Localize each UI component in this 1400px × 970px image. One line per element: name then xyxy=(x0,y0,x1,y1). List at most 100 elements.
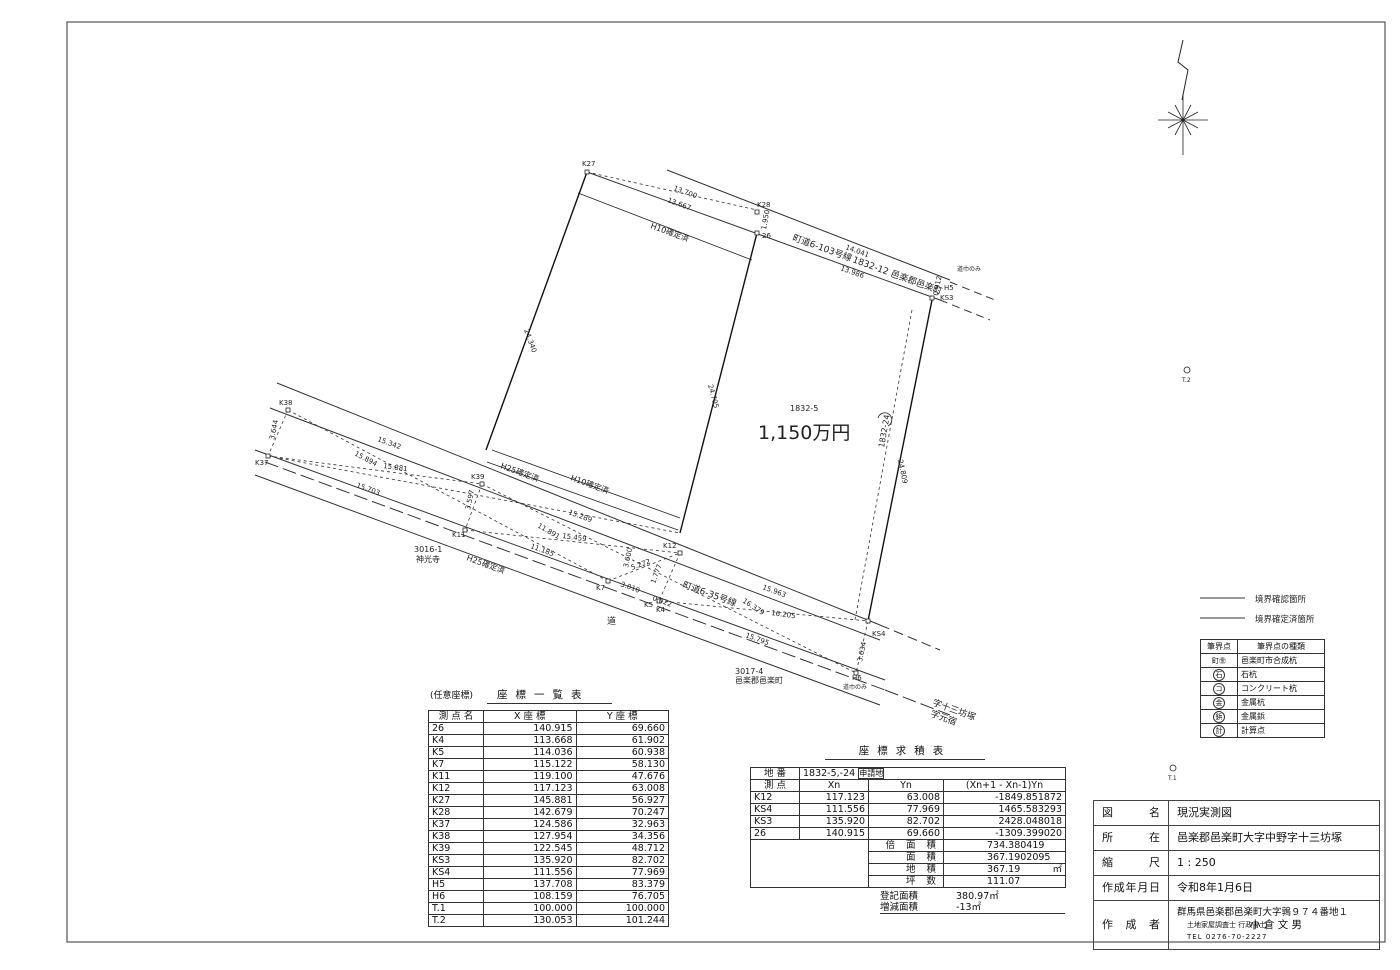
table-cell: KS4 xyxy=(750,803,800,816)
diff-area-label: 増減面積 xyxy=(880,902,919,913)
lot-label: 1832-24 xyxy=(877,414,892,448)
benchmark-label: T.2 xyxy=(1181,377,1191,384)
table-cell: -1849.851872 xyxy=(943,791,1066,804)
coord-note: (任意座標) xyxy=(430,691,474,701)
blank-cell xyxy=(750,875,869,888)
author-name: 小 倉 文 男 xyxy=(1250,918,1303,931)
road-width-note: 道巾のみ xyxy=(957,265,981,273)
column-header: 測 点 xyxy=(750,779,800,792)
summary-value: 367.1902095 xyxy=(987,852,1051,863)
point-label: K28 xyxy=(757,201,771,209)
table-cell: 130.053 xyxy=(483,914,577,927)
distance-label: 3.597 xyxy=(464,489,476,510)
table-cell: 108.159 xyxy=(483,890,577,903)
neighbor-lot: 3016-1 xyxy=(414,545,442,554)
table-cell: 114.036 xyxy=(483,746,577,759)
distance-label: 3.010 xyxy=(619,580,641,594)
distance-label: 3.600 xyxy=(622,547,634,568)
column-header: Y 座 標 xyxy=(575,710,669,723)
legend-label: 金属杭 xyxy=(1237,695,1325,710)
table-cell: 100.000 xyxy=(483,902,577,915)
distance-label: 15.459 xyxy=(562,532,587,543)
table-cell: 140.915 xyxy=(483,722,577,735)
table-cell: 111.556 xyxy=(799,803,869,816)
table-cell: 115.122 xyxy=(483,758,577,771)
legend-label: コンクリート杭 xyxy=(1237,681,1325,696)
title-label: 縮 尺 xyxy=(1093,850,1169,876)
legend-header: 筆界点 xyxy=(1200,639,1238,654)
table-cell: 58.130 xyxy=(575,758,669,771)
table-cell: T.1 xyxy=(428,902,484,915)
registered-area-value: 380.97㎡ xyxy=(956,891,999,902)
location-value: 邑楽郡邑楽町大字中野字十三坊塚 xyxy=(1168,825,1380,851)
distance-label: 11.891 xyxy=(536,522,561,541)
table-cell: K5 xyxy=(428,746,484,759)
blank-cell xyxy=(750,851,869,864)
table-cell: 127.954 xyxy=(483,830,577,843)
column-header: 測 点 名 xyxy=(428,710,484,723)
table-cell: 140.915 xyxy=(799,827,869,840)
distance-label: 24.340 xyxy=(522,328,538,354)
point-label: H6 xyxy=(852,674,862,682)
table-cell: 100.000 xyxy=(575,902,669,915)
title-label: 作成年月日 xyxy=(1093,875,1169,901)
summary-label: 倍 面 積 xyxy=(868,839,944,852)
table-cell: 135.920 xyxy=(483,854,577,867)
distance-label: 16.205 xyxy=(771,609,796,620)
distance-label: 15.289 xyxy=(567,508,593,524)
survey-dashed-lines xyxy=(267,171,913,674)
table-cell: 56.927 xyxy=(575,794,669,807)
summary-label: 地 積 xyxy=(868,863,944,876)
distance-label: 3.644 xyxy=(268,419,280,441)
table-cell: 70.247 xyxy=(575,806,669,819)
table-cell: K28 xyxy=(428,806,484,819)
north-arrow-icon xyxy=(1158,39,1208,155)
scale-value: 1 : 250 xyxy=(1168,850,1380,876)
point-label: KS3 xyxy=(940,294,954,302)
lot-link-arc xyxy=(877,412,893,427)
table-cell: 61.902 xyxy=(575,734,669,747)
table-cell: 135.920 xyxy=(799,815,869,828)
road-lines xyxy=(254,169,996,716)
table-cell: 77.969 xyxy=(575,866,669,879)
table-cell: 69.660 xyxy=(575,722,669,735)
distance-label: 5.272 xyxy=(630,558,652,572)
title-label: 作 成 者 xyxy=(1093,900,1169,950)
point-label: K5 xyxy=(644,601,653,609)
author-titles: 土地家屋調査士 行政書士 xyxy=(1187,920,1267,929)
point-label: K12 xyxy=(663,542,677,550)
table-cell: 122.545 xyxy=(483,842,577,855)
column-header: Yn xyxy=(868,779,944,792)
point-label: K37 xyxy=(255,459,269,467)
area-table-title: 座標求積表 xyxy=(825,743,985,760)
table-cell: H6 xyxy=(428,890,484,903)
table-cell: KS4 xyxy=(428,866,484,879)
registered-area-label: 登記面積 xyxy=(880,891,919,902)
table-cell: 124.586 xyxy=(483,818,577,831)
neighbor-owner: 邑楽郡邑楽町 xyxy=(735,675,783,685)
road-width-note: 道巾のみ xyxy=(843,683,867,691)
blank-cell xyxy=(750,863,869,876)
lot-tag: 申請地 xyxy=(858,768,885,779)
summary-label: 坪 数 xyxy=(868,875,944,888)
dimension-arrows xyxy=(486,192,753,531)
table-cell: K7 xyxy=(428,758,484,771)
table-cell: K12 xyxy=(750,791,800,804)
table-cell: K37 xyxy=(428,818,484,831)
distance-label: 1.950 xyxy=(760,209,771,230)
table-cell: KS3 xyxy=(428,854,484,867)
legend-label: 計算点 xyxy=(1237,723,1325,738)
table-cell: 111.556 xyxy=(483,866,577,879)
table-cell: 82.702 xyxy=(575,854,669,867)
